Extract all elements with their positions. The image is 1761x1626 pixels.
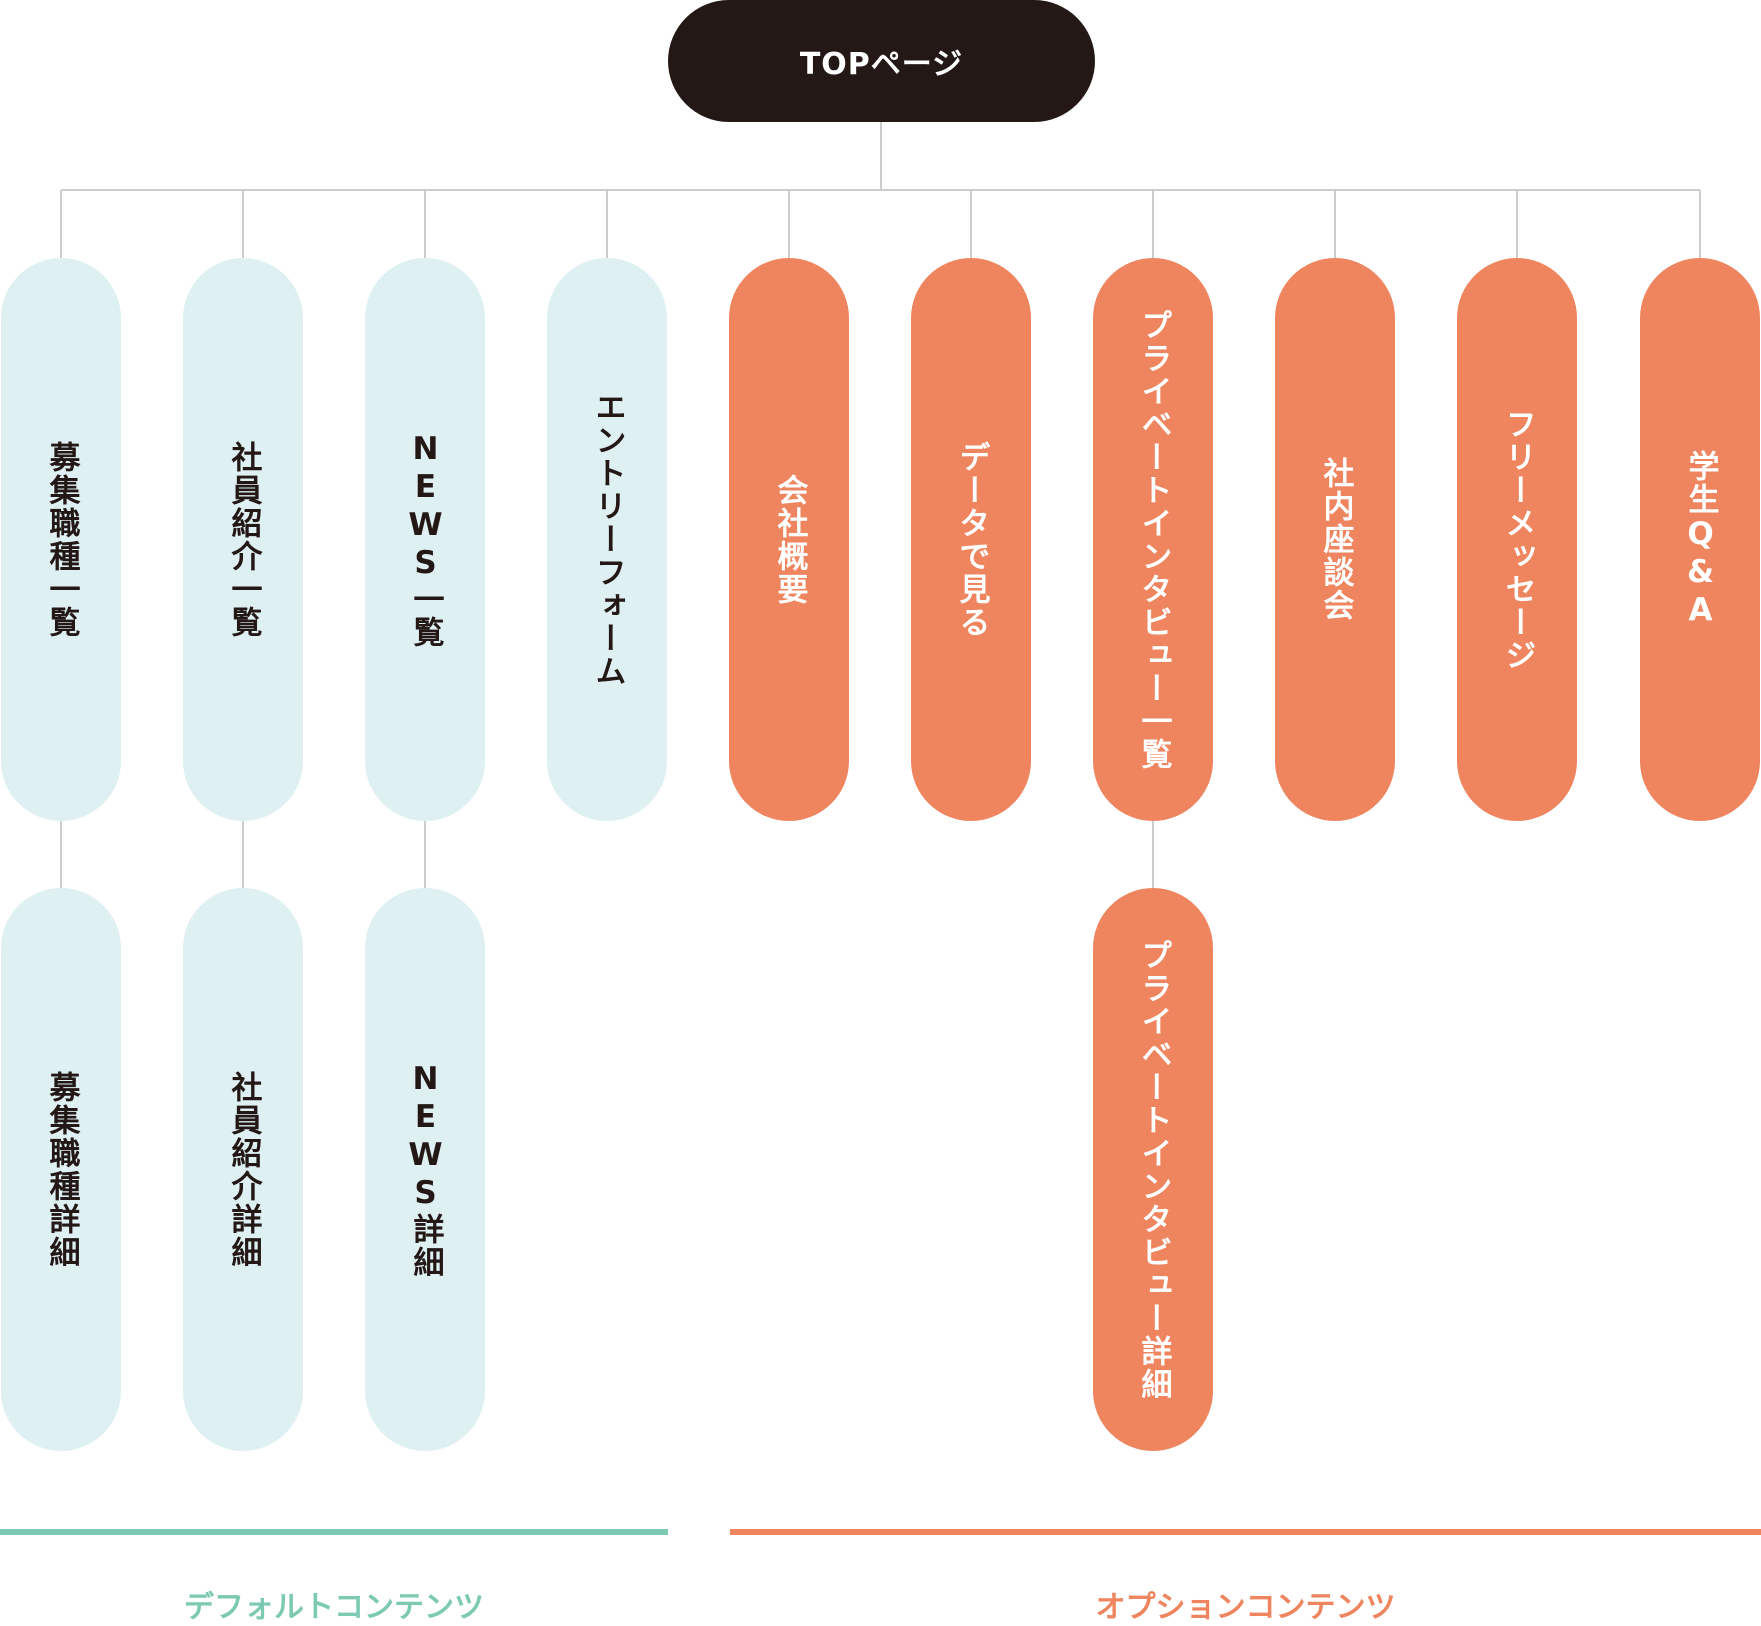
node-label: フリーメッセージ [1499,407,1536,672]
node-staff-list: 社員紹介一覧 [183,258,303,821]
node-news-detail: NEWS詳細 [365,888,485,1451]
legend-bar-default [0,1529,668,1535]
node-recruit-detail: 募集職種詳細 [1,888,121,1451]
node-label: 募集職種詳細 [43,1070,80,1269]
node-staff-detail: 社員紹介詳細 [183,888,303,1451]
node-free-message: フリーメッセージ [1457,258,1577,821]
node-roundtable: 社内座談会 [1275,258,1395,821]
node-label: 会社概要 [771,473,808,606]
legend-label-default: デフォルトコンテンツ [184,1590,484,1625]
node-news-list: NEWS一覧 [365,258,485,821]
node-company-overview: 会社概要 [729,258,849,821]
node-entry-form: エントリーフォーム [547,258,667,821]
legend-label-option: オプションコンテンツ [1095,1590,1396,1625]
node-label: 社内座談会 [1317,457,1354,622]
node-label: データで見る [953,440,990,639]
legend-bar-option [730,1529,1761,1535]
node-label: 学生Q&A [1682,449,1719,630]
node-recruit-list: 募集職種一覧 [1,258,121,821]
node-private-interview-list: プライベートインタビュー一覧 [1093,258,1213,821]
node-label: NEWS一覧 [407,430,444,649]
top-page-label: TOPページ [799,47,964,82]
node-label: プライベートインタビュー詳細 [1135,938,1172,1401]
node-label: 募集職種一覧 [43,440,80,639]
node-label: 社員紹介一覧 [225,440,262,639]
node-student-qa: 学生Q&A [1640,258,1760,821]
node-label: 社員紹介詳細 [225,1070,262,1269]
node-private-interview-detail: プライベートインタビュー詳細 [1093,888,1213,1451]
top-page-node: TOPページ [668,0,1095,122]
node-data-view: データで見る [911,258,1031,821]
node-label: プライベートインタビュー一覧 [1135,308,1172,771]
node-label: エントリーフォーム [589,391,626,688]
node-label: NEWS詳細 [407,1060,444,1279]
